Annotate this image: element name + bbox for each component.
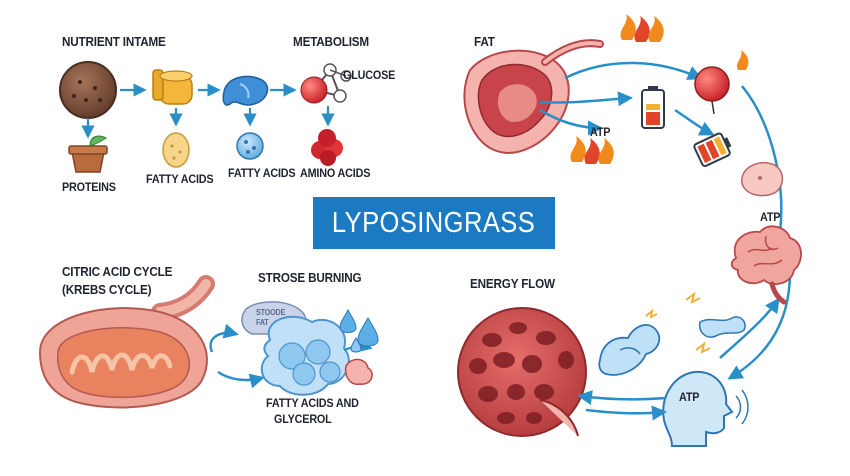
label-stoode-fat: FAT	[256, 318, 269, 327]
flow-arrow	[585, 405, 667, 421]
brain-icon	[730, 225, 802, 305]
label-amino-acids: AMINO ACIDS	[300, 166, 371, 180]
label-energy-flow: ENERGY FLOW	[470, 276, 555, 291]
head-icon	[662, 370, 749, 447]
label-atp-fat: ATP	[590, 125, 611, 139]
blue-organ-icon	[222, 75, 269, 106]
water-drop-icon	[339, 308, 357, 333]
flame-icon	[570, 136, 614, 164]
water-drop-icon	[357, 317, 379, 347]
label-nutrient-intake: NUTRIENT INTAME	[62, 34, 166, 49]
label-glycerol: GLYCEROL	[274, 412, 332, 426]
blue-drop-icon	[236, 132, 264, 160]
label-fatty-acids-2: FATTY ACIDS	[228, 166, 296, 180]
flow-arrow	[539, 91, 633, 107]
flow-arrow	[727, 271, 792, 380]
label-strose-burning: STROSE BURNING	[258, 270, 362, 285]
molecule-icon	[300, 63, 352, 104]
red-ball-icon	[694, 66, 730, 115]
flow-arrow	[539, 108, 603, 136]
red-cluster-icon	[311, 129, 343, 166]
flow-arrow	[209, 323, 239, 353]
label-krebs-cycle: (KREBS CYCLE)	[62, 282, 152, 297]
label-proteins: PROTEINS	[62, 180, 116, 194]
label-citric-acid-cycle: CITRIC ACID CYCLE	[62, 264, 173, 279]
flowerpot-icon	[68, 135, 108, 173]
water-drop-icon	[350, 337, 362, 353]
flow-arrow	[674, 108, 715, 136]
flow-arrow	[564, 61, 703, 80]
label-atp-right: ATP	[760, 210, 781, 224]
battery-icon	[693, 132, 732, 167]
flow-arrow	[741, 85, 783, 233]
food-bowl-icon	[59, 61, 117, 119]
title-banner: LYPOSINGRASS	[313, 197, 555, 249]
label-atp-head: ATP	[679, 390, 700, 404]
flow-arrow	[719, 297, 780, 359]
tissue-sphere-icon	[457, 307, 587, 437]
flow-arrow	[577, 390, 667, 406]
battery-icon	[641, 86, 665, 129]
flow-arrow	[217, 370, 265, 389]
mitochondria-icon	[38, 275, 215, 409]
egg-icon	[162, 132, 190, 168]
nerve-icon	[685, 291, 746, 354]
label-stoode: STOODE	[256, 308, 286, 317]
diagram-title: LYPOSINGRASS	[332, 206, 536, 239]
label-fatty-acids-and: FATTY ACIDS AND	[266, 396, 359, 410]
muscle-arm-icon	[598, 308, 661, 376]
fat-cell-icon	[463, 39, 604, 154]
label-fat: FAT	[474, 34, 495, 49]
flame-icon	[620, 14, 664, 42]
flame-icon	[737, 50, 749, 70]
label-glucose: GLUCOSE	[343, 68, 396, 82]
stomach-icon	[740, 162, 784, 197]
label-fatty-acids-1: FATTY ACIDS	[146, 172, 214, 186]
fat-globule-icon	[241, 301, 350, 396]
honey-pot-icon	[152, 69, 193, 105]
fat-globule-icon	[344, 358, 373, 385]
label-metabolism: METABOLISM	[293, 34, 369, 49]
